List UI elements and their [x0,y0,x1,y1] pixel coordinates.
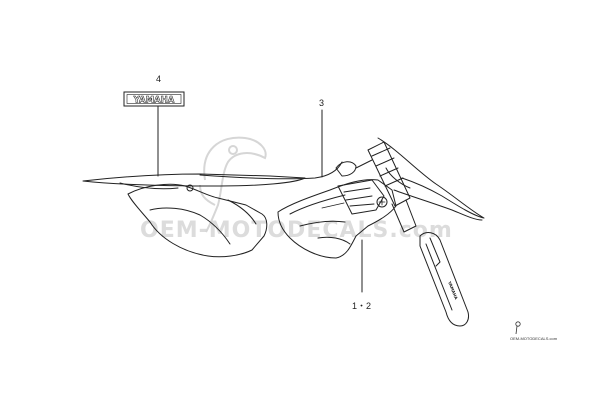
callout-4: 4 [156,74,162,84]
rear-fender [82,173,306,187]
side-panel [127,183,268,258]
watermark-small-text: OEM-MOTODECALS.com [510,336,558,341]
small-logo-icon [515,321,521,335]
callout-1-2: 1・2 [352,301,372,311]
fork-left [367,141,411,207]
watermark-logo-icon [199,136,267,233]
front-fender [377,137,485,219]
fork-guard [419,232,469,327]
seat [199,161,343,180]
yamaha-emblem: YAMAHA [123,91,185,107]
radiator-shroud [277,179,397,259]
emblem-label: YAMAHA [133,96,175,106]
callout-3: 3 [319,98,325,108]
fork-emblem-label: YAMAHA [447,280,460,301]
